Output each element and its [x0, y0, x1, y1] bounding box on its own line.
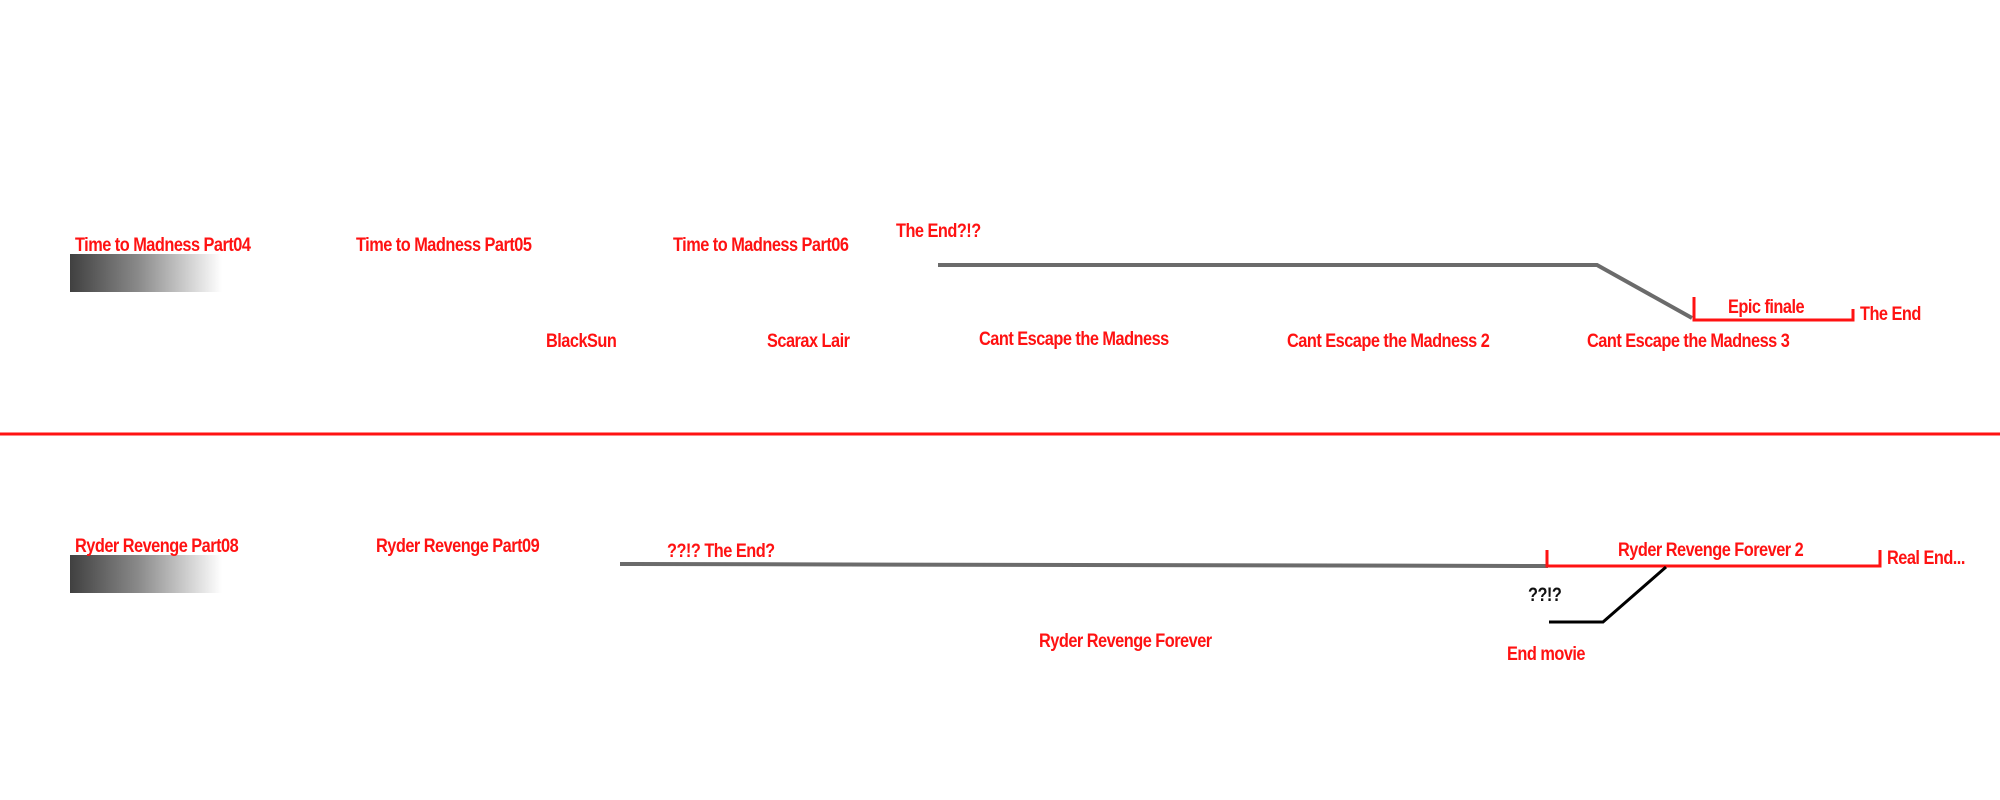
label-scarax-lair: Scarax Lair — [767, 331, 850, 352]
top-gradient-marker — [70, 254, 222, 292]
label-time-to-madness-part05: Time to Madness Part05 — [356, 235, 532, 256]
top-red-bracket — [1692, 297, 1855, 322]
label-cant-escape-the-madness-2: Cant Escape the Madness 2 — [1287, 331, 1490, 352]
label-ryder-revenge-forever-2: Ryder Revenge Forever 2 — [1618, 540, 1804, 561]
bottom-gray-path — [619, 562, 1549, 568]
label-cant-escape-the-madness-3: Cant Escape the Madness 3 — [1587, 331, 1790, 352]
label-epic-finale: Epic finale — [1728, 297, 1805, 318]
label-ryder-revenge-part08: Ryder Revenge Part08 — [75, 536, 239, 557]
label-cant-escape-the-madness: Cant Escape the Madness — [979, 329, 1169, 350]
label-ryder-revenge-forever: Ryder Revenge Forever — [1039, 631, 1212, 652]
bottom-red-bracket — [1545, 550, 1882, 568]
bottom-gradient-marker — [70, 555, 222, 593]
label-real-end: Real End... — [1887, 548, 1965, 569]
label-time-to-madness-part04: Time to Madness Part04 — [75, 235, 251, 256]
label-end-movie: End movie — [1507, 644, 1586, 665]
label-end-question: ??!? The End? — [667, 541, 775, 562]
label-ryder-revenge-part09: Ryder Revenge Part09 — [376, 536, 540, 557]
label-time-to-madness-part06: Time to Madness Part06 — [673, 235, 849, 256]
label-blacksun: BlackSun — [546, 331, 617, 352]
label-question: ??!? — [1528, 585, 1562, 606]
label-the-end: The End — [1860, 304, 1921, 325]
top-gray-path — [938, 263, 1693, 320]
bottom-black-branch — [1549, 565, 1667, 624]
label-the-end-question: The End?!? — [896, 221, 981, 242]
